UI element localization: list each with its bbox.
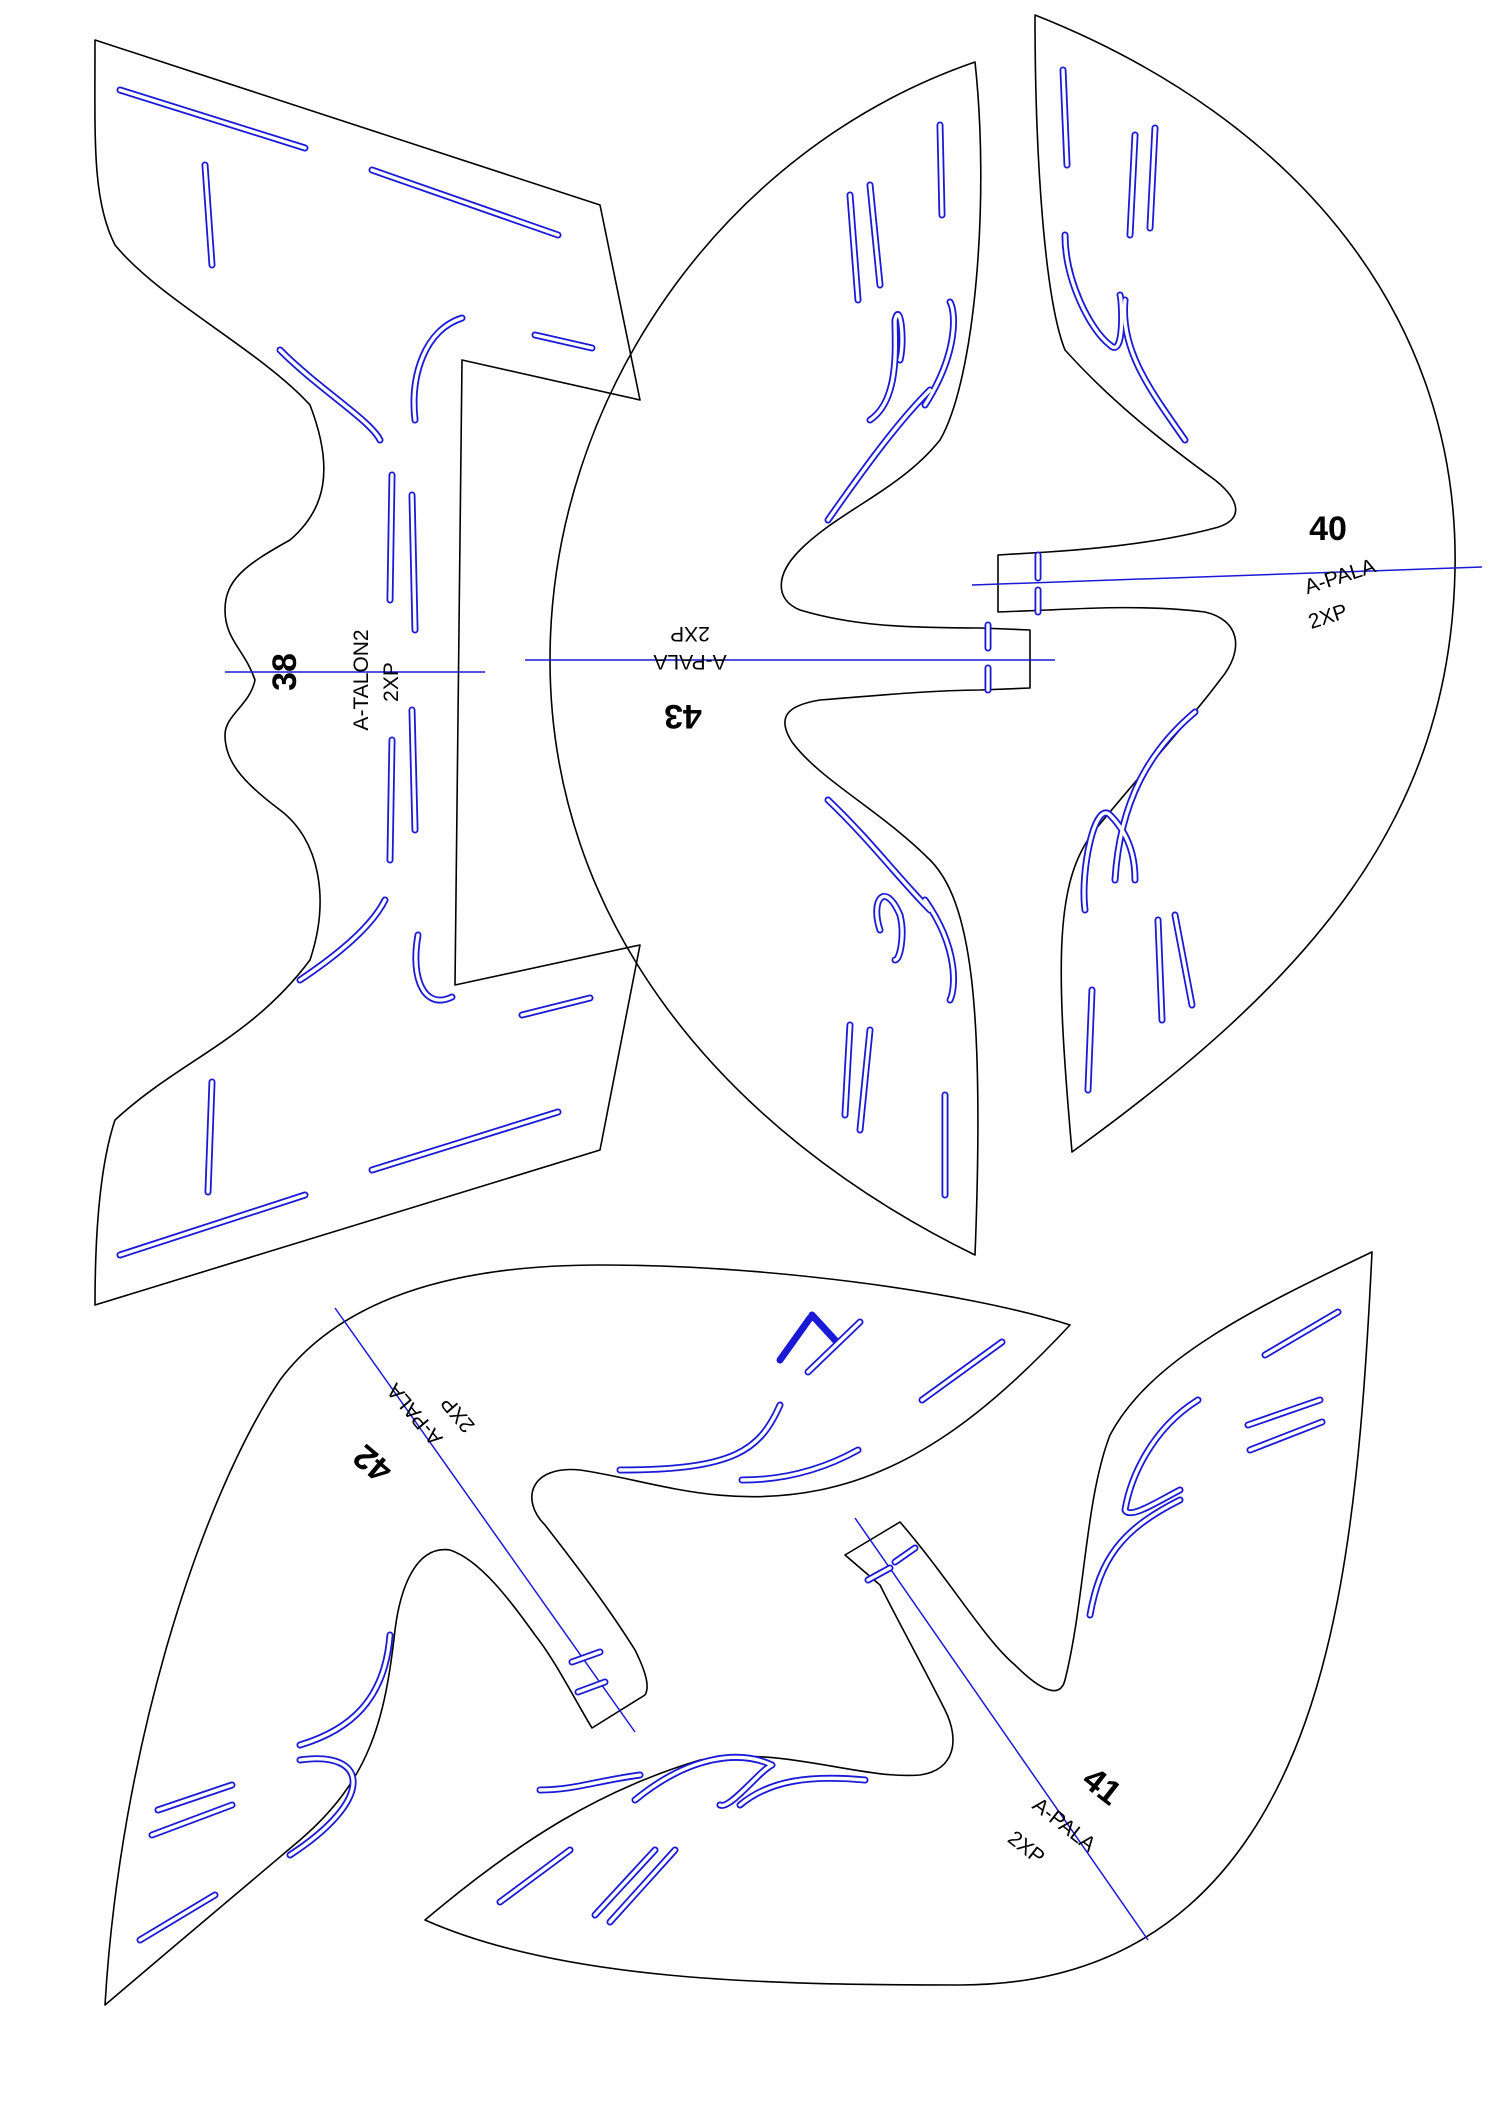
piece-40-number: 40: [1309, 510, 1347, 548]
piece-41-outline: [424, 1251, 1373, 1986]
piece-41-seam-lines: [496, 1308, 1342, 1926]
piece-42-number: 42: [346, 1437, 399, 1490]
piece-38: 38 A-TALON2 2XP: [94, 39, 641, 1306]
piece-42: 42 A-PALA 2XP: [104, 1264, 1071, 2006]
piece-43-outline: [549, 61, 1031, 1256]
piece-38-name: A-TALON2: [350, 629, 373, 730]
piece-38-outline: [94, 39, 641, 1306]
piece-42-name: A-PALA: [383, 1379, 448, 1450]
piece-41-grain-line: [854, 1517, 1149, 1941]
piece-43-number: 43: [664, 697, 702, 735]
piece-43-quantity: 2XP: [670, 622, 710, 645]
piece-40-name: A-PALA: [1302, 555, 1379, 599]
piece-38-quantity: 2XP: [380, 662, 403, 702]
piece-42-grain-line: [334, 1307, 636, 1733]
piece-41-number: 41: [1075, 1760, 1128, 1813]
piece-42-outline: [104, 1264, 1071, 2006]
piece-38-seam-lines: [116, 86, 596, 1259]
piece-40-seam-lines: [1034, 66, 1199, 1094]
piece-41: 41 A-PALA 2XP: [424, 1251, 1373, 1986]
piece-40: 40 A-PALA 2XP: [971, 14, 1483, 1153]
piece-40-quantity: 2XP: [1306, 600, 1351, 634]
piece-38-number: 38: [266, 653, 304, 691]
piece-43: 43 A-PALA 2XP: [525, 61, 1055, 1256]
piece-43-name: A-PALA: [653, 650, 726, 673]
piece-40-grain-line: [971, 566, 1483, 586]
piece-43-seam-lines: [824, 121, 992, 1199]
piece-41-quantity: 2XP: [1003, 1827, 1048, 1870]
piece-42-seam-lines: [136, 1311, 1006, 1944]
piece-40-outline: [997, 14, 1456, 1153]
